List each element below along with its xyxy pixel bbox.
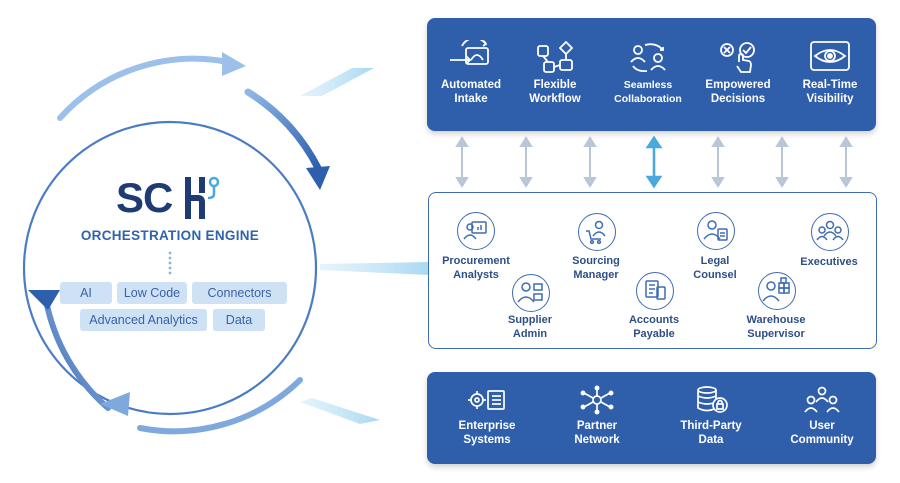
middle-beam	[320, 262, 430, 275]
persona-label-line2: Counsel	[693, 268, 737, 281]
source-label-line2: Community	[790, 434, 854, 446]
enterprise-systems-icon	[468, 390, 505, 410]
arc-top-arrowhead	[222, 52, 246, 76]
capability-automated-intake: Automated Intake	[431, 40, 511, 106]
persona-label-line1: Sourcing	[572, 255, 620, 267]
persona-label-line2: Payable	[633, 327, 675, 340]
chip-connectors: Connectors	[192, 282, 287, 304]
persona-label-line2: Admin	[512, 327, 548, 340]
highlight-connector	[645, 135, 663, 189]
arc-top	[57, 55, 231, 121]
top-beam	[300, 68, 374, 96]
legal-counsel-icon	[697, 212, 735, 250]
chip-data: Data	[213, 309, 265, 331]
capability-label-line2: Collaboration	[614, 93, 682, 105]
supplier-admin-icon	[512, 274, 550, 312]
automated-intake-icon	[450, 40, 489, 65]
executives-icon	[811, 213, 849, 251]
arc-left-arrowhead	[28, 290, 60, 310]
source-label-line1: Partner	[576, 420, 618, 432]
chip-low-code: Low Code	[117, 282, 187, 304]
persona-label-line1: Procurement	[442, 255, 510, 267]
persona-supplier-admin: Supplier Admin	[496, 314, 564, 341]
capability-label-line1: Empowered	[705, 79, 771, 91]
collaboration-icon	[630, 43, 666, 73]
persona-legal-counsel: Legal Counsel	[681, 255, 749, 282]
persona-warehouse-supervisor: Warehouse Supervisor	[735, 314, 817, 341]
persona-label-line2: Supervisor	[747, 327, 805, 340]
persona-procurement-analysts: Procurement Analysts	[436, 255, 516, 282]
svg-text:SC: SC	[116, 174, 173, 220]
database-icon	[697, 386, 728, 413]
source-third-party-data: Third-Party Data	[670, 385, 752, 447]
source-label-line2: Systems	[463, 434, 511, 446]
personas-panel	[428, 192, 877, 349]
capability-label-line2: Visibility	[806, 93, 854, 105]
capability-label-line1: Real-Time	[802, 79, 858, 91]
source-label-line2: Network	[574, 434, 620, 446]
capability-label-line1: Flexible	[533, 79, 577, 91]
bottom-beam	[300, 398, 380, 424]
capability-empowered-decisions: Empowered Decisions	[699, 40, 777, 106]
vertical-connectors	[455, 136, 853, 188]
sch-logo: SC	[116, 174, 220, 220]
users-icon	[804, 386, 840, 413]
capability-flexible-workflow: Flexible Workflow	[519, 40, 591, 106]
capability-label-line1: Seamless	[623, 79, 673, 91]
accounts-payable-icon	[636, 272, 674, 310]
persona-label-line1: Supplier	[507, 314, 552, 326]
decision-icon	[720, 42, 755, 73]
capability-label-line2: Workflow	[529, 93, 581, 105]
arc-right-arrowhead	[306, 166, 330, 190]
source-label-line1: User	[809, 420, 835, 432]
capability-seamless-collaboration: Seamless Collaboration	[608, 40, 688, 106]
chip-advanced-analytics: Advanced Analytics	[80, 309, 207, 331]
capability-label-line1: Automated	[440, 79, 502, 91]
capability-label-line2: Intake	[454, 93, 488, 105]
arc-bottom-arrowhead	[100, 392, 130, 416]
persona-accounts-payable: Accounts Payable	[618, 314, 690, 341]
source-partner-network: Partner Network	[559, 385, 635, 447]
flexible-workflow-icon	[537, 40, 574, 73]
arc-bottom	[137, 377, 303, 435]
persona-sourcing-manager: Sourcing Manager	[561, 255, 631, 282]
persona-label-line1: Accounts	[628, 314, 680, 326]
persona-label-line1: Legal	[700, 255, 730, 267]
source-user-community: User Community	[784, 385, 860, 447]
persona-label-line1: Warehouse	[746, 314, 806, 326]
sources-panel	[427, 372, 876, 464]
capability-label-line2: Decisions	[710, 93, 766, 105]
eye-icon	[810, 41, 850, 71]
warehouse-supervisor-icon	[758, 272, 796, 310]
capabilities-panel	[427, 18, 876, 131]
sourcing-manager-icon	[578, 213, 616, 251]
chip-ai: AI	[60, 282, 112, 304]
persona-executives: Executives	[795, 256, 863, 270]
persona-label-line1: Executives	[800, 256, 858, 268]
arc-right	[244, 88, 322, 172]
source-label-line1: Third-Party	[680, 420, 742, 432]
capability-real-time-visibility: Real-Time Visibility	[791, 40, 869, 106]
procurement-analyst-icon	[457, 212, 495, 250]
engine-title: ORCHESTRATION ENGINE	[80, 228, 260, 243]
persona-label-line2: Manager	[573, 268, 619, 281]
arc-left	[43, 297, 111, 411]
network-icon	[580, 385, 614, 415]
source-label-line2: Data	[698, 434, 724, 446]
source-enterprise-systems: Enterprise Systems	[447, 385, 527, 447]
dotted-connector	[168, 251, 172, 275]
source-label-line1: Enterprise	[458, 420, 516, 432]
persona-label-line2: Analysts	[453, 268, 499, 281]
